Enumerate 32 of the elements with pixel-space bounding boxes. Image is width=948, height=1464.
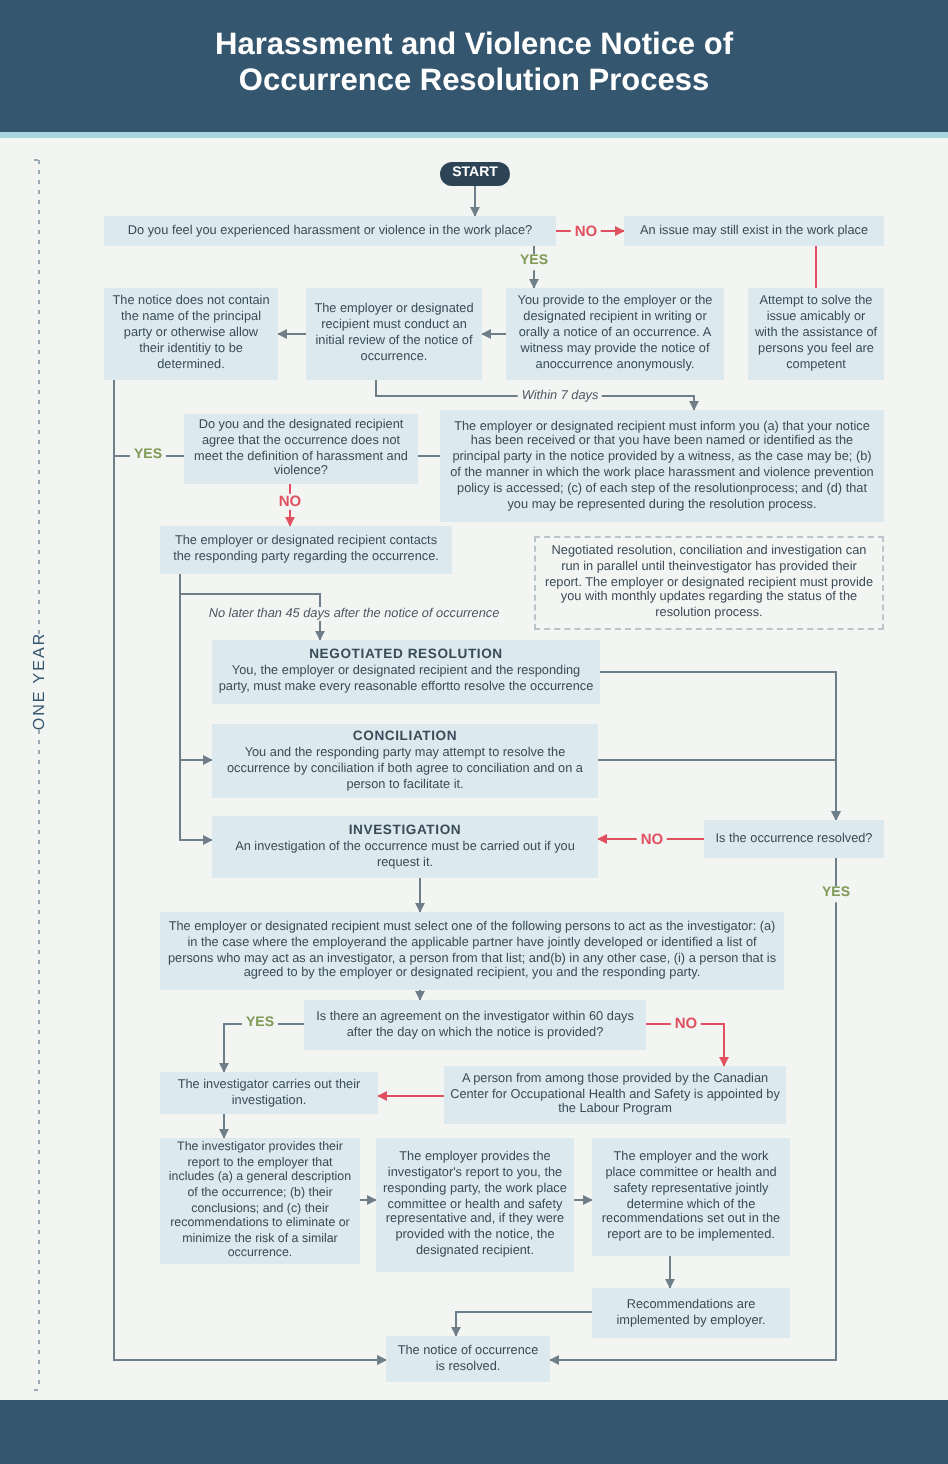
arrow	[219, 1113, 229, 1139]
process-box	[212, 640, 600, 704]
arrow	[665, 1255, 675, 1289]
decision-box	[704, 820, 884, 858]
start-pill	[440, 162, 510, 186]
arrow	[470, 185, 480, 217]
arrow	[179, 573, 213, 845]
process-box	[624, 216, 884, 246]
arrow	[359, 1195, 377, 1205]
process-box	[376, 1138, 574, 1272]
process-box	[592, 1288, 790, 1338]
arrow	[573, 1195, 593, 1205]
arrow	[481, 329, 507, 339]
decision-box	[104, 216, 556, 246]
decision-box	[304, 1000, 646, 1050]
arrow	[415, 989, 425, 1001]
arrow	[597, 759, 841, 821]
arrow	[415, 877, 425, 913]
side-label: ONE YEAR	[31, 630, 49, 730]
process-box	[306, 288, 482, 380]
process-box	[212, 816, 598, 878]
title: Harassment and Violence Notice of Occurrence Resolution Process	[213, 28, 735, 100]
arrow	[529, 245, 539, 289]
process-box	[592, 1138, 790, 1256]
process-box	[160, 1072, 378, 1114]
process-box	[212, 724, 598, 798]
arrow	[377, 1091, 445, 1101]
arrow	[549, 857, 837, 1365]
process-box	[386, 1336, 550, 1382]
arrow	[277, 329, 307, 339]
arrow	[451, 1311, 593, 1337]
process-box	[160, 526, 452, 574]
